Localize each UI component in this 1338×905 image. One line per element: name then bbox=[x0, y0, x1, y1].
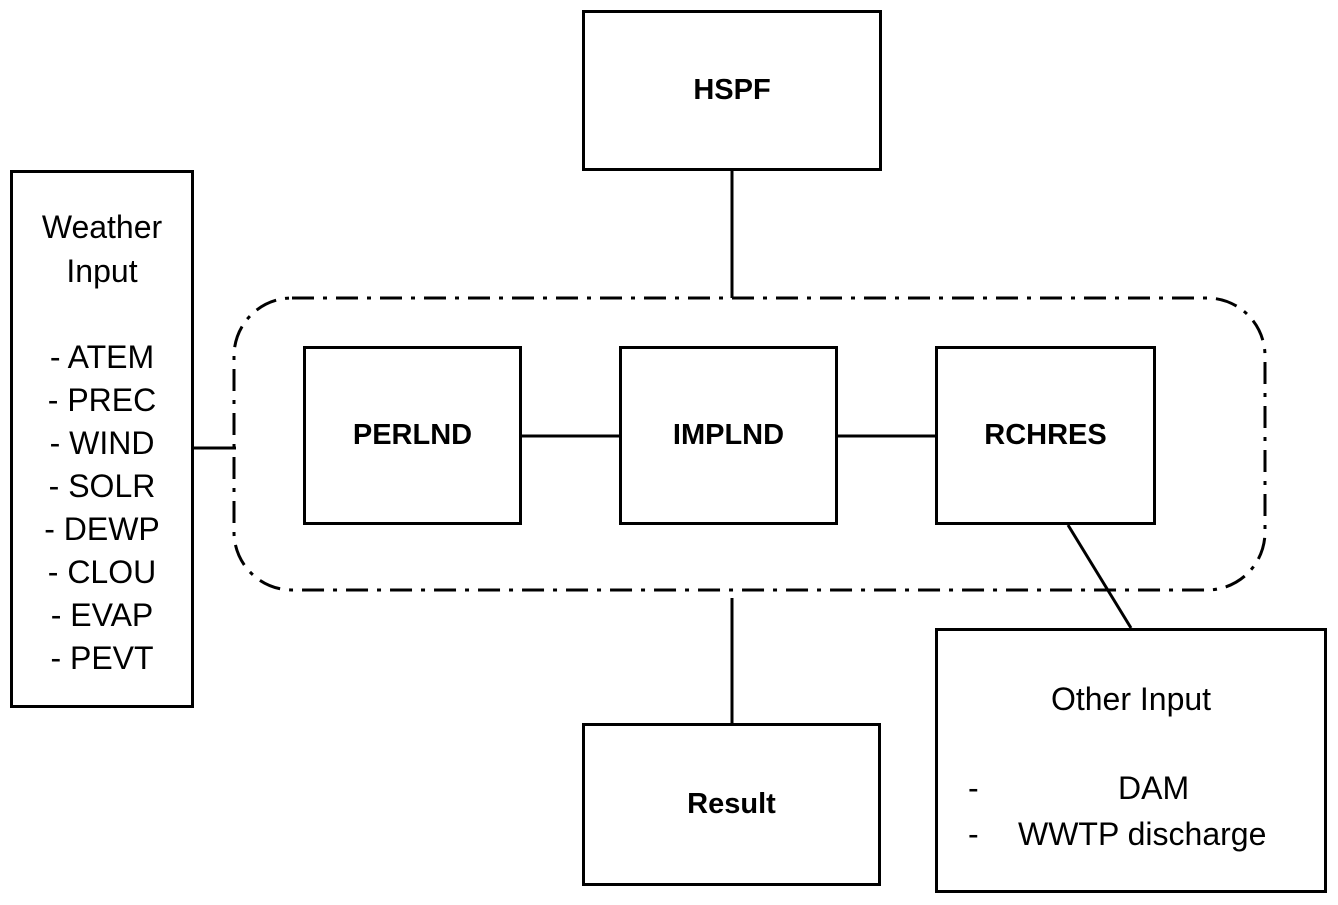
weather-input-list: - ATEM - PREC - WIND - SOLR - DEWP - CLO… bbox=[13, 336, 191, 680]
weather-title-line2: Input bbox=[66, 253, 138, 289]
perlnd-label: PERLND bbox=[352, 419, 473, 451]
weather-item-evap: - EVAP bbox=[50, 597, 154, 633]
weather-item-clou: - CLOU bbox=[47, 554, 157, 590]
hspf-box: HSPF bbox=[582, 10, 882, 171]
other-item-dam: - DAM bbox=[938, 765, 1324, 811]
other-item-text: WWTP discharge bbox=[1018, 816, 1267, 852]
other-item-dash: - bbox=[968, 816, 979, 852]
other-item-text: DAM bbox=[1118, 770, 1190, 806]
weather-item-pevt: - PEVT bbox=[50, 640, 154, 676]
weather-item-solr: - SOLR bbox=[48, 468, 156, 504]
other-input-box: Other Input - DAM - WWTP discharge bbox=[935, 628, 1327, 893]
weather-item-prec: - PREC bbox=[47, 382, 157, 418]
implnd-label: IMPLND bbox=[672, 419, 785, 451]
perlnd-box: PERLND bbox=[303, 346, 522, 525]
weather-item-dewp: - DEWP bbox=[44, 511, 160, 547]
rchres-to-other-line bbox=[1066, 524, 1133, 629]
rchres-label: RCHRES bbox=[984, 419, 1107, 451]
weather-input-title: Weather Input bbox=[13, 205, 191, 293]
weather-input-box: Weather Input - ATEM - PREC - WIND - SOL… bbox=[10, 170, 194, 708]
model-group-boundary bbox=[232, 296, 1267, 592]
other-input-list: - DAM - WWTP discharge bbox=[938, 765, 1324, 857]
weather-item-wind: - WIND bbox=[49, 425, 155, 461]
hspf-label: HSPF bbox=[693, 74, 771, 106]
result-label: Result bbox=[687, 788, 776, 820]
result-box: Result bbox=[582, 723, 881, 886]
rchres-box: RCHRES bbox=[935, 346, 1156, 525]
weather-item-atem: - ATEM bbox=[49, 339, 155, 375]
implnd-box: IMPLND bbox=[619, 346, 838, 525]
other-item-wwtp: - WWTP discharge bbox=[938, 811, 1324, 857]
other-item-dash: - bbox=[968, 770, 979, 806]
other-input-title: Other Input bbox=[1050, 681, 1212, 717]
weather-title-line1: Weather bbox=[41, 209, 163, 245]
